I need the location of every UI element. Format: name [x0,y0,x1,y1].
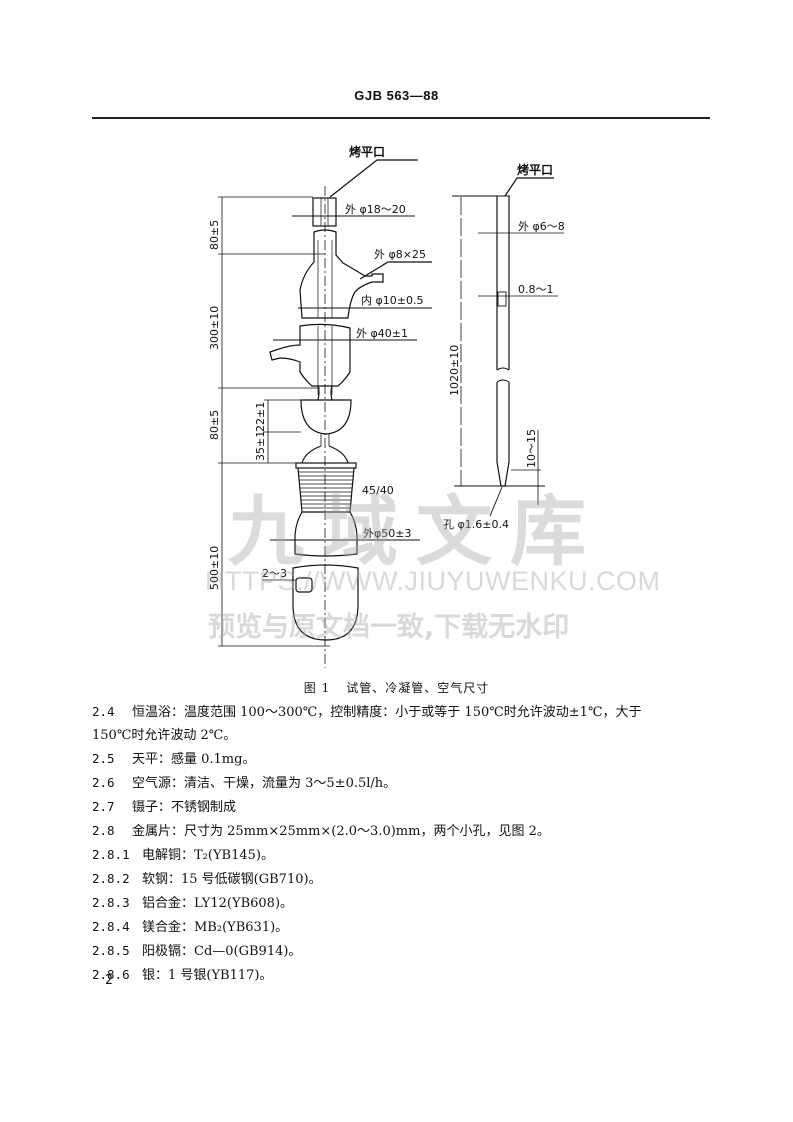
section-2-5: 2.5 天平：感量 0.1mg。 [92,747,722,771]
page-number: 2 [105,973,113,988]
section-text: 恒温浴：温度范围 100～300℃，控制精度：小于或等于 150℃时允许波动±1… [132,705,642,720]
section-number: 2.8.3 [92,895,130,910]
label-outer-d-6-8: 外 φ6～8 [518,220,565,233]
section-2-8-2: 2.8.2 软钢：15 号低碳钢(GB710)。 [92,867,722,891]
label-outer-d-18-20: 外 φ18～20 [345,203,406,216]
section-2-8-5: 2.8.5 阳极镉：Cd—0(GB914)。 [92,939,722,963]
section-text: 铝合金：LY12(YB608)。 [142,896,294,911]
section-number: 2.8.6 [92,967,130,982]
figure-1: 烤平口 外 φ18～20 外 φ8×25 内 φ10±0.5 外 φ40±1 4… [0,130,793,670]
header-divider [92,117,710,119]
section-2-4: 2.4 恒温浴：温度范围 100～300℃，控制精度：小于或等于 150℃时允许波… [92,700,722,724]
section-number: 2.8.2 [92,871,130,886]
label-hole-0-8-1: 0.8～1 [518,283,554,296]
label-tip-hole: 孔 φ1.6±0.4 [443,518,509,531]
section-2-8-4: 2.8.4 镁合金：MB₂(YB631)。 [92,915,722,939]
section-number: 2.8.1 [92,847,130,862]
dim-35: 35±1 [254,431,267,461]
section-2-8-3: 2.8.3 铝合金：LY12(YB608)。 [92,891,722,915]
section-2-8: 2.8 金属片：尺寸为 25mm×25mm×(2.0～3.0)mm，两个小孔，见图… [92,819,722,843]
figure-title: 试管、冷凝管、空气尺寸 [346,681,490,695]
label-inner-d-10: 内 φ10±0.5 [361,293,423,307]
dim-22: 22±1 [254,402,267,432]
section-2-7: 2.7 镊子：不锈钢制成 [92,795,722,819]
section-2-8-1: 2.8.1 电解铜：T₂(YB145)。 [92,843,722,867]
section-number: 2.8 [92,823,115,838]
standard-code: GJB 563—88 [354,88,439,103]
label-flat-mouth-right: 烤平口 [517,162,553,177]
section-number: 2.8.4 [92,919,130,934]
section-number: 2.4 [92,704,115,719]
section-text: 空气源：清洁、干燥，流量为 3～5±0.5l/h。 [132,776,397,791]
section-text: 金属片：尺寸为 25mm×25mm×(2.0～3.0)mm，两个小孔，见图 2。 [132,824,550,839]
dim-10-15: 10～15 [525,429,538,468]
figure-caption: 图 1 试管、冷凝管、空气尺寸 [0,679,793,696]
section-2-6: 2.6 空气源：清洁、干燥，流量为 3～5±0.5l/h。 [92,771,722,795]
dim-300: 300±10 [208,306,221,350]
section-text: 天平：感量 0.1mg。 [132,752,256,767]
dim-1020: 1020±10 [448,345,461,396]
spec-sections: 2.4 恒温浴：温度范围 100～300℃，控制精度：小于或等于 150℃时允许波… [92,700,722,987]
figure-number: 图 1 [303,681,331,695]
section-2-4-continuation: 150℃时允许波动 2℃。 [92,724,722,747]
section-text: 镊子：不锈钢制成 [132,800,237,815]
section-text: 银：1 号银(YB117)。 [142,968,273,983]
dim-500: 500±10 [208,546,221,590]
figure-1-drawing: 烤平口 外 φ18～20 外 φ8×25 内 φ10±0.5 外 φ40±1 4… [208,144,565,668]
label-joint-45-40: 45/40 [362,484,394,497]
section-text: 软钢：15 号低碳钢(GB710)。 [142,872,322,887]
label-outer-d-50: 外φ50±3 [363,527,411,540]
section-text: 镁合金：MB₂(YB631)。 [142,920,289,935]
label-flat-mouth-left: 烤平口 [349,144,385,159]
dim-80-top: 80±5 [208,220,221,250]
section-2-8-6: 2.8.6 银：1 号银(YB117)。 [92,963,722,987]
label-outer-d-8x25: 外 φ8×25 [374,248,426,261]
section-number: 2.7 [92,799,115,814]
section-number: 2.6 [92,775,115,790]
section-text: 阳极镉：Cd—0(GB914)。 [142,944,302,959]
label-outer-d-40: 外 φ40±1 [356,327,408,340]
label-hole-2-3: 2～3 [262,567,287,580]
section-text: 电解铜：T₂(YB145)。 [142,848,274,863]
section-text: 150℃时允许波动 2℃。 [92,728,237,743]
dim-80-mid: 80±5 [208,410,221,440]
section-number: 2.5 [92,751,115,766]
section-number: 2.8.5 [92,943,130,958]
